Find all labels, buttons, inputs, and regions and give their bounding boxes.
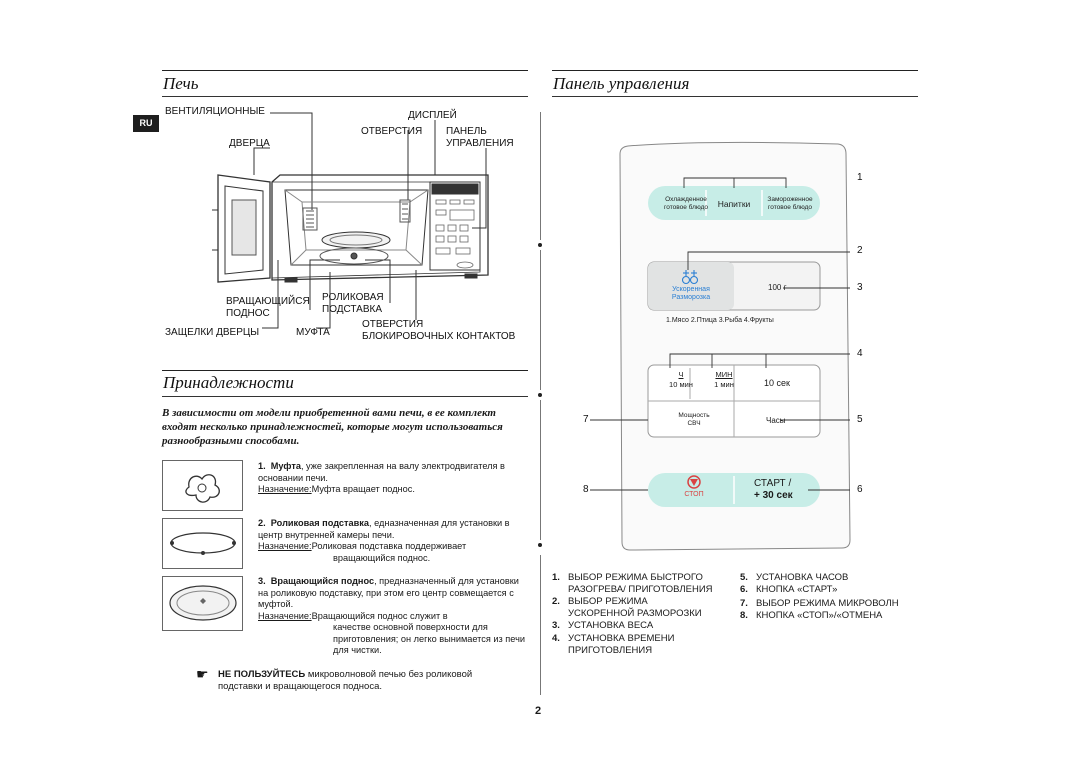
- warning-note: НЕ ПОЛЬЗУЙТЕСЬ микроволновой печью без р…: [218, 669, 473, 692]
- center-divider-2: [540, 250, 541, 390]
- divider-dot-1: [538, 243, 542, 247]
- label-door: ДВЕРЦА: [229, 138, 270, 149]
- roller-ring-image: [162, 518, 243, 569]
- legend-item-7: 7.ВЫБОР РЕЖИМА МИКРОВОЛН: [740, 598, 899, 609]
- label-display: ДИСПЛЕЙ: [408, 110, 457, 121]
- label-vents-2: ОТВЕРСТИЯ: [361, 126, 423, 137]
- divider-dot-2: [538, 393, 542, 397]
- callout-7: 7: [583, 414, 589, 425]
- label-interlock-1: ОТВЕРСТИЯ: [362, 319, 424, 330]
- callout-3: 3: [857, 282, 863, 293]
- callout-4: 4: [857, 348, 863, 359]
- callout-5: 5: [857, 414, 863, 425]
- turntable-icon: [169, 585, 237, 621]
- accessories-section-title: Принадлежности: [163, 373, 294, 392]
- panel-title-rule: [552, 96, 918, 97]
- food-categories: 1.Мясо 2.Птица 3.Рыба 4.Фрукты: [666, 317, 774, 324]
- callout-1: 1: [857, 172, 863, 183]
- turntable-image: [162, 576, 243, 631]
- center-divider-3: [540, 400, 541, 540]
- accessory-item-1: 1. Муфта, уже закрепленная на валу элект…: [258, 461, 505, 494]
- accessories-title-rule: [162, 396, 528, 397]
- drinks-button[interactable]: Напитки: [717, 199, 751, 209]
- oven-title-rule: [162, 96, 528, 97]
- page-number: 2: [535, 705, 542, 717]
- coupler-image: [162, 460, 243, 511]
- accessory-item-3: 3. Вращающийся поднос, предназначенный д…: [258, 576, 525, 655]
- legend-item-6: 6.КНОПКА «СТАРТ»: [740, 584, 838, 595]
- label-roller-2: ПОДСТАВКА: [322, 304, 383, 315]
- label-turntable-2: ПОДНОС: [226, 308, 270, 319]
- label-panel-1: ПАНЕЛЬ: [446, 126, 487, 137]
- coupler-icon: [185, 474, 220, 503]
- callout-8: 8: [583, 484, 589, 495]
- 10-sec-button[interactable]: 10 сек: [764, 378, 790, 388]
- roller-ring-icon: [170, 532, 236, 555]
- callout-6: 6: [857, 484, 863, 495]
- label-panel-2: УПРАВЛЕНИЯ: [446, 138, 514, 149]
- label-interlock-2: БЛОКИРОВОЧНЫХ КОНТАКТОВ: [362, 331, 516, 342]
- legend-item-8: 8.КНОПКА «СТОП»/«ОТМЕНА: [740, 610, 883, 621]
- weight-button[interactable]: 100 г: [768, 283, 787, 292]
- accessories-intro: В зависимости от модели приобретенной ва…: [162, 407, 503, 447]
- label-latches: ЗАЩЕЛКИ ДВЕРЦЫ: [165, 327, 260, 338]
- legend-item-5: 5.УСТАНОВКА ЧАСОВ: [740, 572, 849, 583]
- label-roller-1: РОЛИКОВАЯ: [322, 292, 384, 303]
- accessory-item-2: 2. Роликовая подставка, едназначенная дл…: [258, 518, 510, 563]
- clock-button[interactable]: Часы: [766, 416, 786, 425]
- start-button[interactable]: СТАРТ /+ 30 сек: [754, 478, 793, 501]
- oven-illustration: [212, 112, 489, 329]
- label-vents: ВЕНТИЛЯЦИОННЫЕ: [165, 106, 265, 117]
- panel-top-rule: [552, 70, 918, 71]
- center-divider-1: [540, 112, 541, 240]
- oven-section-title: Печь: [163, 74, 199, 93]
- callout-2: 2: [857, 245, 863, 256]
- oven-top-rule: [162, 70, 528, 71]
- label-turntable-1: ВРАЩАЮЩИЙСЯ: [226, 296, 310, 307]
- accessories-top-rule: [162, 370, 528, 371]
- panel-section-title: Панель управления: [553, 74, 690, 93]
- pointing-hand-icon: ☛: [196, 666, 209, 682]
- label-coupler: МУФТА: [296, 327, 330, 338]
- control-panel-illustration: [590, 141, 851, 551]
- divider-dot-3: [538, 543, 542, 547]
- stop-button[interactable]: СТОП: [684, 491, 704, 498]
- language-badge: RU: [133, 115, 159, 132]
- legend-item-3: 3.УСТАНОВКА ВЕСА: [552, 620, 654, 631]
- center-divider-4: [540, 555, 541, 695]
